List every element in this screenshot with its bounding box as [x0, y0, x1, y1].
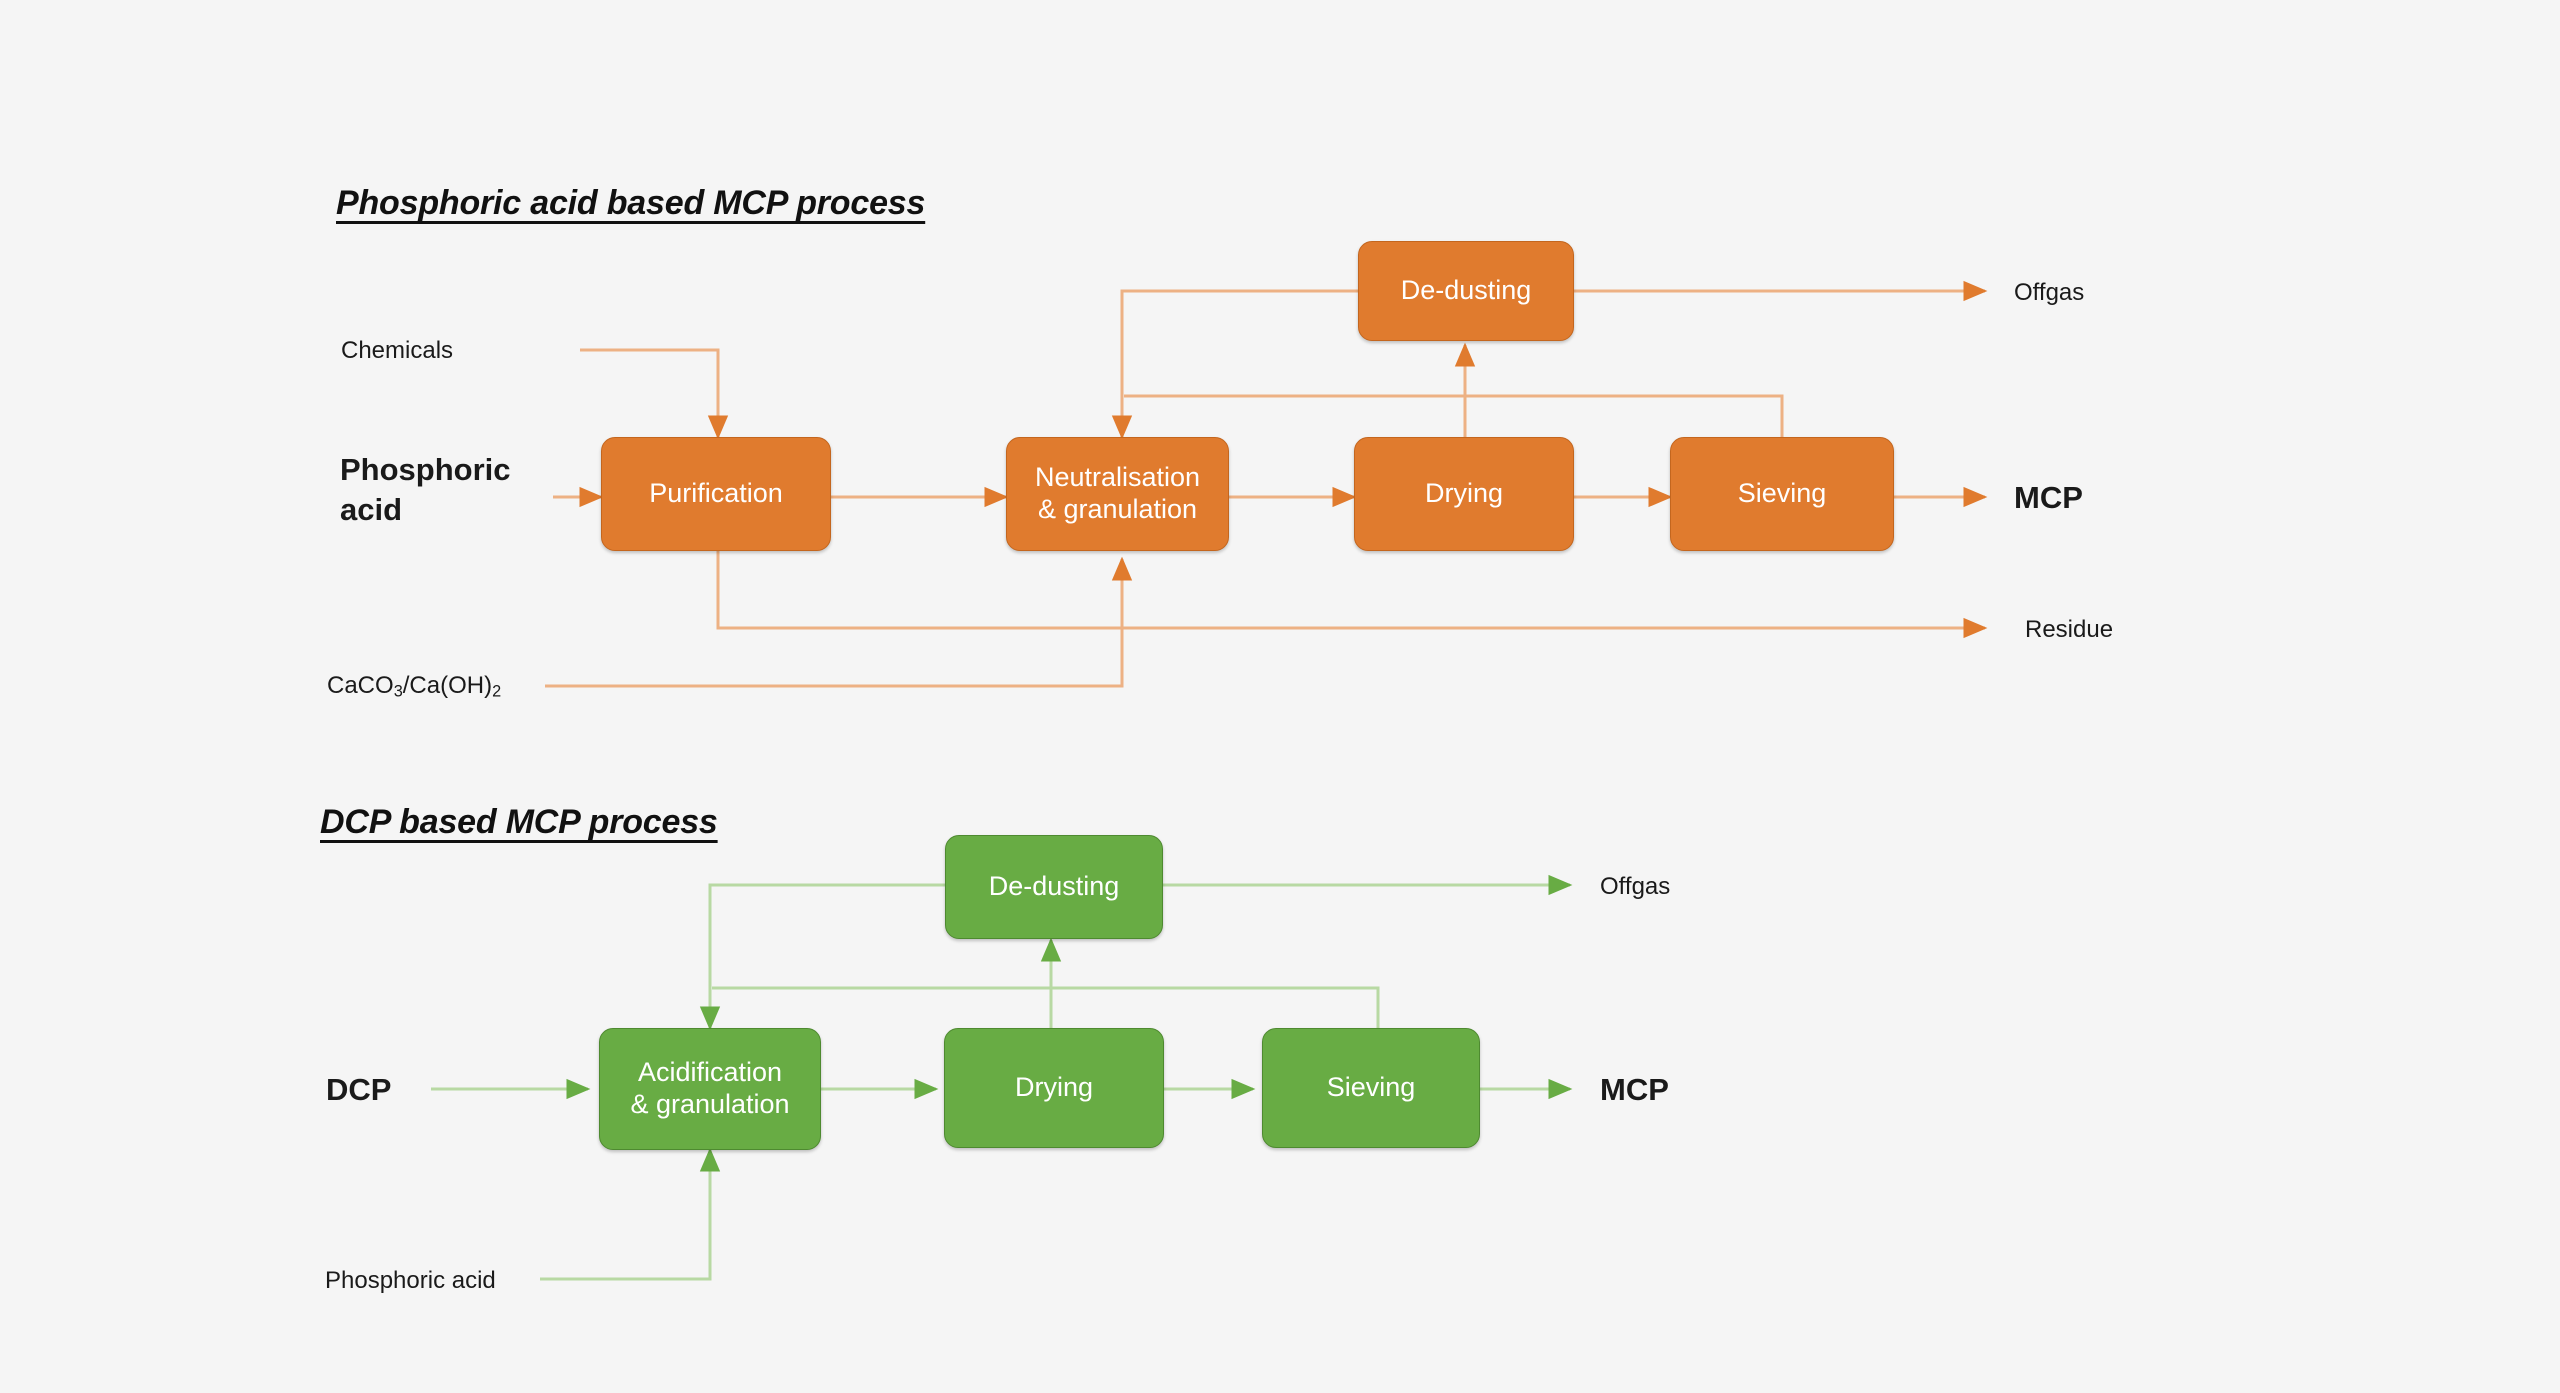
process-box-label: Sieving — [1326, 1072, 1416, 1103]
section-title-phosphoric: Phosphoric acid based MCP process — [336, 184, 926, 222]
section-title-dcp: DCP based MCP process — [320, 803, 718, 841]
process-box-purification[interactable]: Purification — [601, 437, 831, 551]
output-label-mcp: MCP — [2014, 480, 2083, 515]
output-label-offgas: Offgas — [2014, 279, 2085, 306]
wire-chemicals-to-purification — [580, 348, 729, 440]
process-box-de-dusting[interactable]: De-dusting — [1358, 241, 1574, 341]
process-box-sieving-2[interactable]: Sieving — [1262, 1028, 1480, 1148]
process-box-sieving[interactable]: Sieving — [1670, 437, 1894, 551]
output-label-residue: Residue — [2025, 616, 2114, 643]
wire-caco3-to-neutralisation — [545, 556, 1133, 688]
output-label-mcp-2: MCP — [1600, 1072, 1669, 1107]
input-label-line2: acid — [340, 492, 403, 528]
wire-acid-to-acidification — [540, 1147, 721, 1281]
process-box-drying[interactable]: Drying — [1354, 437, 1574, 551]
input-label-caco3: CaCO3/Ca(OH)2 — [327, 672, 502, 701]
wire-dedusting-to-neutralisation — [1111, 289, 1358, 440]
process-box-label: Drying — [1424, 478, 1504, 509]
process-box-label: De-dusting — [988, 871, 1120, 902]
process-box-label-line2: & granulation — [1037, 494, 1198, 524]
process-box-label: Acidification & granulation — [630, 1057, 789, 1121]
process-box-label: Purification — [649, 478, 783, 509]
wire-sieving2-to-collector — [712, 986, 1380, 1028]
input-label-phosphoric-acid: Phosphoric acid — [340, 450, 511, 531]
output-label-offgas-2: Offgas — [1600, 873, 1671, 900]
process-box-label: Sieving — [1737, 478, 1827, 509]
wire-sieving-to-collector — [1124, 394, 1784, 437]
wire-purification-to-residue — [716, 551, 1988, 639]
input-label-chemicals: Chemicals — [341, 337, 454, 364]
process-box-label: De-dusting — [1400, 275, 1532, 306]
wire-dedusting2-to-acidification — [699, 883, 945, 1031]
process-box-label: Drying — [1014, 1072, 1094, 1103]
process-box-drying-2[interactable]: Drying — [944, 1028, 1164, 1148]
input-label-phosphoric-acid-2: Phosphoric acid — [325, 1267, 496, 1294]
process-box-de-dusting-2[interactable]: De-dusting — [945, 835, 1163, 939]
input-label-line1: Phosphoric — [340, 452, 511, 487]
process-box-label-line1: Neutralisation — [1034, 462, 1201, 493]
input-label-dcp: DCP — [326, 1072, 392, 1107]
process-box-label: Neutralisation & granulation — [1035, 462, 1200, 526]
process-box-label-line2: & granulation — [630, 1089, 790, 1119]
process-box-acidification[interactable]: Acidification & granulation — [599, 1028, 821, 1150]
process-box-label-line1: Acidification — [637, 1057, 783, 1088]
process-box-neutralisation[interactable]: Neutralisation & granulation — [1006, 437, 1229, 551]
